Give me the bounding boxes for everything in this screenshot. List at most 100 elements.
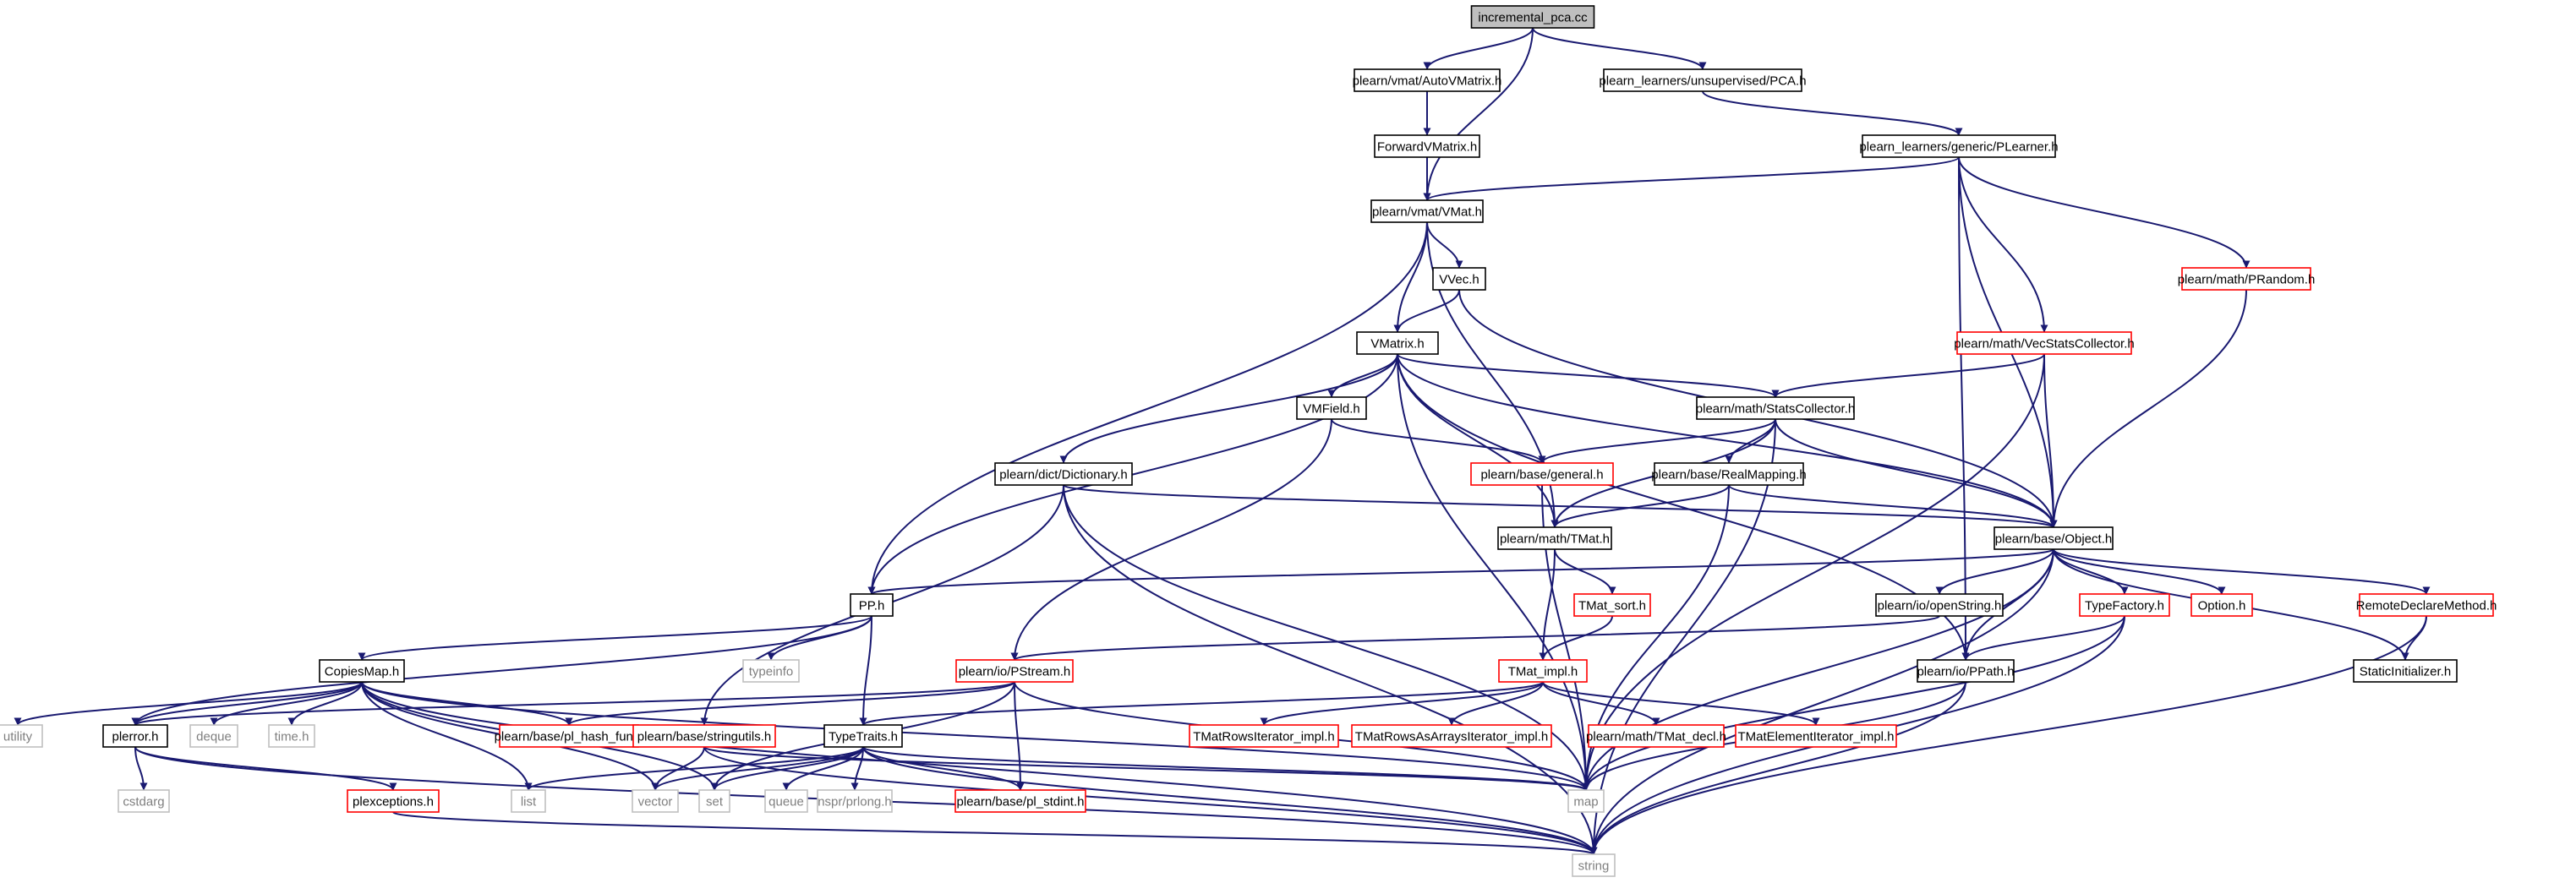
- edge-pp-to-copiesmap: [358, 615, 872, 661]
- edge-vecstats-to-statscollector: [1771, 353, 2045, 398]
- node-plexceptions[interactable]: plexceptions.h: [347, 789, 440, 813]
- edge-ppath-to-string: [1589, 681, 1966, 855]
- node-statscollector[interactable]: plearn/math/StatsCollector.h: [1696, 396, 1855, 420]
- node-dictionary[interactable]: plearn/dict/Dictionary.h: [994, 462, 1133, 486]
- node-box: [2190, 593, 2253, 617]
- node-box: [1189, 724, 1339, 748]
- node-openstring[interactable]: plearn/io/openString.h: [1875, 593, 2004, 617]
- node-box: [118, 789, 170, 813]
- node-box: [511, 789, 546, 813]
- node-autovmatrix[interactable]: plearn/vmat/AutoVMatrix.h: [1353, 68, 1502, 92]
- edge-plearner-to-vecstats: [1958, 156, 2048, 333]
- node-box: [954, 789, 1086, 813]
- edge-vecstats-to-map: [1582, 353, 2045, 791]
- node-typetraits[interactable]: TypeTraits.h: [823, 724, 903, 748]
- node-remotedeclare[interactable]: RemoteDeclareMethod.h: [2356, 593, 2497, 617]
- node-plerror[interactable]: plerror.h: [102, 724, 168, 748]
- node-tmat[interactable]: plearn/math/TMat.h: [1497, 526, 1612, 550]
- node-staticinit[interactable]: StaticInitializer.h: [2353, 659, 2458, 683]
- node-vvec[interactable]: VVec.h: [1432, 267, 1486, 291]
- edge-tmatimpl-to-tmatdecl: [1542, 681, 1660, 726]
- node-vmatrix[interactable]: VMatrix.h: [1356, 331, 1439, 355]
- node-pca[interactable]: plearn_learners/unsupervised/PCA.h: [1599, 68, 1807, 92]
- edge-vvec-to-vmatrix: [1393, 289, 1460, 333]
- nodes: incremental_pca.cc plearn/vmat/AutoVMatri…: [0, 5, 2497, 877]
- node-plearner[interactable]: plearn_learners/generic/PLearner.h: [1859, 134, 2059, 158]
- node-label: plearn/dict/Dictionary.h: [999, 468, 1127, 482]
- edge-plerror-to-cstdarg: [134, 746, 148, 791]
- node-box: [1356, 331, 1439, 355]
- node-pp[interactable]: PP.h: [850, 593, 894, 617]
- node-typefactory[interactable]: TypeFactory.h: [2079, 593, 2170, 617]
- node-label: plearn/math/VecStatsCollector.h: [1954, 337, 2134, 352]
- node-ppath[interactable]: plearn/io/PPath.h: [1917, 659, 2015, 683]
- edge-tmatimpl-to-typetraits: [859, 681, 1544, 726]
- node-elemiter[interactable]: TMatElementIterator_impl.h: [1735, 724, 1897, 748]
- node-forwardvmatrix[interactable]: ForwardVMatrix.h: [1374, 134, 1480, 158]
- node-box: [1498, 659, 1588, 683]
- node-realmapping[interactable]: plearn/base/RealMapping.h: [1651, 462, 1807, 486]
- node-label: plearn/base/Object.h: [1995, 532, 2112, 547]
- node-box: [102, 724, 168, 748]
- node-box: [1588, 724, 1725, 748]
- node-label: ForwardVMatrix.h: [1377, 140, 1477, 155]
- edge-vmatrix-to-pp: [867, 353, 1398, 595]
- node-vmfield[interactable]: VMField.h: [1296, 396, 1367, 420]
- node-prlong: nspr/prlong.h: [817, 789, 893, 813]
- node-box: [817, 789, 893, 813]
- edge-plexceptions-to-string: [392, 811, 1597, 855]
- node-copiesmap[interactable]: CopiesMap.h: [319, 659, 405, 683]
- node-timeh: time.h: [268, 724, 315, 748]
- node-pstream[interactable]: plearn/io/PStream.h: [955, 659, 1074, 683]
- edge-tmatimpl-to-elemiter: [1542, 681, 1820, 726]
- node-stringutils[interactable]: plearn/base/stringutils.h: [632, 724, 776, 748]
- node-tmatimpl[interactable]: TMat_impl.h: [1498, 659, 1588, 683]
- edge-object-to-pp: [868, 548, 2054, 595]
- edge-tmatimpl-to-rowsarrays: [1447, 681, 1544, 726]
- node-label: plearn/base/RealMapping.h: [1651, 468, 1806, 482]
- node-box: [319, 659, 405, 683]
- node-box: [955, 659, 1074, 683]
- node-box: [1351, 724, 1552, 748]
- node-box: [742, 659, 800, 683]
- node-prandom[interactable]: plearn/math/PRandom.h: [2178, 267, 2316, 291]
- node-root[interactable]: incremental_pca.cc: [1470, 5, 1595, 29]
- node-label: CopiesMap.h: [325, 665, 399, 679]
- node-deque: deque: [189, 724, 238, 748]
- edge-realmapping-to-tmat: [1551, 484, 1730, 528]
- node-box: [1917, 659, 2015, 683]
- node-hashfun[interactable]: plearn/base/pl_hash_fun.h: [495, 724, 644, 748]
- node-label: deque: [196, 730, 232, 744]
- node-rowsiter[interactable]: TMatRowsIterator_impl.h: [1189, 724, 1339, 748]
- node-tmatdecl[interactable]: plearn/math/TMat_decl.h: [1586, 724, 1726, 748]
- node-label: plearn/math/TMat_decl.h: [1586, 730, 1726, 744]
- edge-statscollector-to-object: [1775, 418, 2058, 528]
- node-box: [994, 462, 1133, 486]
- node-box: [1696, 396, 1855, 420]
- node-vmat[interactable]: plearn/vmat/VMat.h: [1370, 199, 1484, 223]
- edge-tmatimpl-to-rowsiter: [1260, 681, 1544, 726]
- node-set: set: [698, 789, 730, 813]
- node-option[interactable]: Option.h: [2190, 593, 2253, 617]
- edge-plerror-to-plexceptions: [134, 746, 397, 791]
- node-label: plearn/base/pl_hash_fun.h: [495, 730, 644, 744]
- node-tmatsort[interactable]: TMat_sort.h: [1573, 593, 1651, 617]
- node-box: [1654, 462, 1804, 486]
- node-stdint[interactable]: plearn/base/pl_stdint.h: [954, 789, 1086, 813]
- node-label: TMat_sort.h: [1578, 599, 1646, 613]
- node-general[interactable]: plearn/base/general.h: [1470, 462, 1614, 486]
- node-box: [1573, 593, 1651, 617]
- node-box: [632, 724, 776, 748]
- node-label: plearn/base/general.h: [1480, 468, 1603, 482]
- node-box: [1603, 68, 1802, 92]
- node-vecstats[interactable]: plearn/math/VecStatsCollector.h: [1954, 331, 2135, 355]
- edge-pstream-to-stdint: [1014, 681, 1025, 791]
- node-box: [1354, 68, 1501, 92]
- edge-plearner-to-vmat: [1423, 156, 1960, 201]
- node-string: string: [1572, 853, 1616, 877]
- edge-vmatrix-to-tmat: [1397, 353, 1559, 528]
- node-box: [1735, 724, 1897, 748]
- edge-object-to-map: [1582, 548, 2054, 791]
- node-rowsarrays[interactable]: TMatRowsAsArraysIterator_impl.h: [1351, 724, 1552, 748]
- node-object[interactable]: plearn/base/Object.h: [1994, 526, 2114, 550]
